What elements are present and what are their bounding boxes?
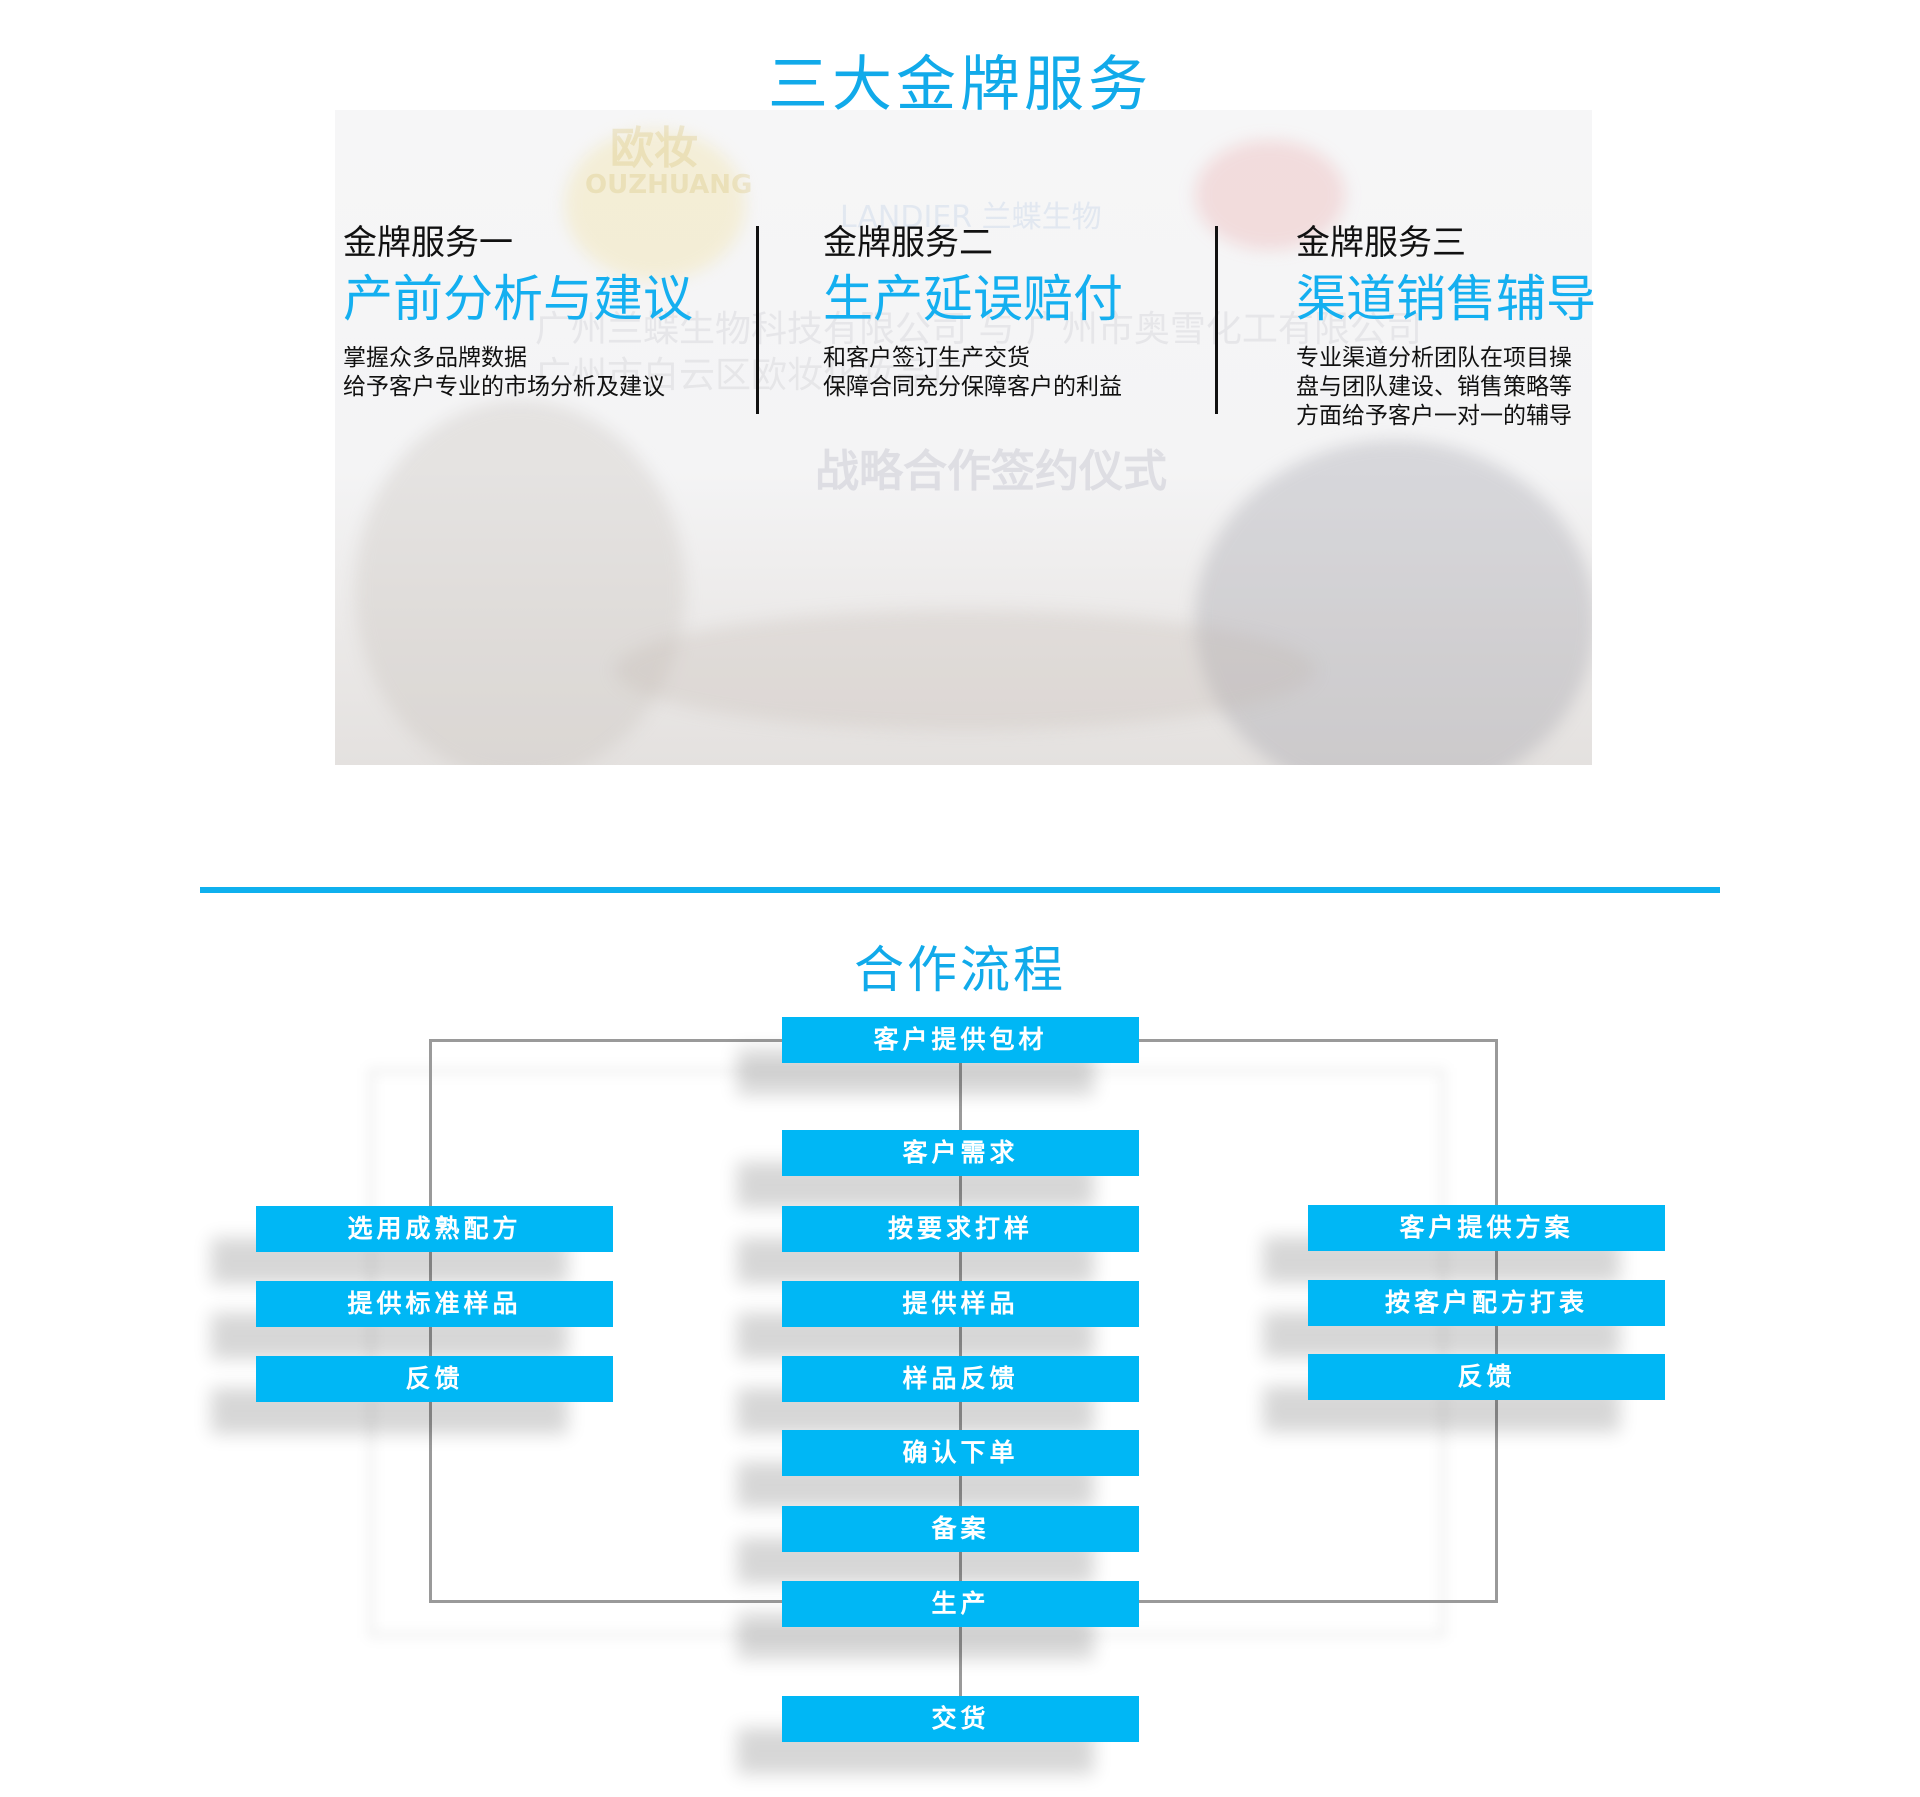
section-title-process: 合作流程 bbox=[854, 941, 1066, 999]
step-center-6: 确认下单 bbox=[782, 1430, 1139, 1476]
section-title-gold-services: 三大金牌服务 bbox=[768, 50, 1152, 120]
signing-ceremony-photo: 欧妆 OUZHUANG LANDIER 兰蝶生物 广州兰蝶生物科技有限公司 与 … bbox=[335, 110, 1592, 765]
logo-watermark-left-en: OUZHUANG bbox=[585, 170, 753, 200]
step-right-2: 按客户配方打表 bbox=[1308, 1280, 1665, 1326]
step-center-9: 交货 bbox=[782, 1696, 1139, 1742]
service-desc-line: 和客户签订生产交货 bbox=[823, 345, 1030, 371]
service-desc-line: 盘与团队建设、销售策略等 bbox=[1296, 374, 1572, 400]
logo-watermark-mid: LANDIER 兰蝶生物 bbox=[840, 200, 1102, 235]
connector-shadow bbox=[368, 1068, 1446, 1638]
service-desc-line: 方面给予客户一对一的辅导 bbox=[1296, 403, 1572, 429]
column-divider bbox=[756, 226, 759, 414]
banner-line-2: 广州市白云区欧妆化妆品厂 bbox=[535, 355, 968, 396]
step-right-3: 反馈 bbox=[1308, 1354, 1665, 1400]
service-column-3: 金牌服务三 渠道销售辅导 专业渠道分析团队在项目操 盘与团队建设、销售策略等 方… bbox=[1296, 222, 1596, 431]
step-center-2: 客户需求 bbox=[782, 1130, 1139, 1176]
service-heading: 生产延误赔付 bbox=[823, 270, 1123, 328]
step-center-5: 样品反馈 bbox=[782, 1356, 1139, 1402]
service-column-2: 金牌服务二 生产延误赔付 和客户签订生产交货 保障合同充分保障客户的利益 bbox=[823, 222, 1123, 402]
service-heading: 产前分析与建议 bbox=[343, 270, 693, 328]
logo-watermark-left: 欧妆 bbox=[610, 123, 698, 174]
service-label: 金牌服务一 bbox=[343, 223, 513, 263]
service-desc-line: 掌握众多品牌数据 bbox=[343, 345, 527, 371]
service-desc-line: 给予客户专业的市场分析及建议 bbox=[343, 374, 665, 400]
step-center-3: 按要求打样 bbox=[782, 1206, 1139, 1252]
step-left-1: 选用成熟配方 bbox=[256, 1206, 613, 1252]
step-left-3: 反馈 bbox=[256, 1356, 613, 1402]
service-label: 金牌服务三 bbox=[1296, 223, 1466, 263]
step-center-1: 客户提供包材 bbox=[782, 1017, 1139, 1063]
step-center-7: 备案 bbox=[782, 1506, 1139, 1552]
step-right-1: 客户提供方案 bbox=[1308, 1205, 1665, 1251]
service-heading: 渠道销售辅导 bbox=[1296, 270, 1596, 328]
service-desc-line: 专业渠道分析团队在项目操 bbox=[1296, 345, 1572, 371]
section-divider bbox=[200, 887, 1720, 893]
step-center-8: 生产 bbox=[782, 1581, 1139, 1627]
banner-line-1: 广州兰蝶生物科技有限公司 与 广州市奥雪化工有限公司 bbox=[535, 309, 1422, 350]
column-divider bbox=[1215, 226, 1218, 414]
service-label: 金牌服务二 bbox=[823, 223, 993, 263]
service-column-1: 金牌服务一 产前分析与建议 掌握众多品牌数据 给予客户专业的市场分析及建议 bbox=[343, 222, 693, 402]
banner-title: 战略合作签约仪式 bbox=[815, 446, 1167, 497]
step-left-2: 提供标准样品 bbox=[256, 1281, 613, 1327]
step-center-4: 提供样品 bbox=[782, 1281, 1139, 1327]
service-desc-line: 保障合同充分保障客户的利益 bbox=[823, 374, 1122, 400]
